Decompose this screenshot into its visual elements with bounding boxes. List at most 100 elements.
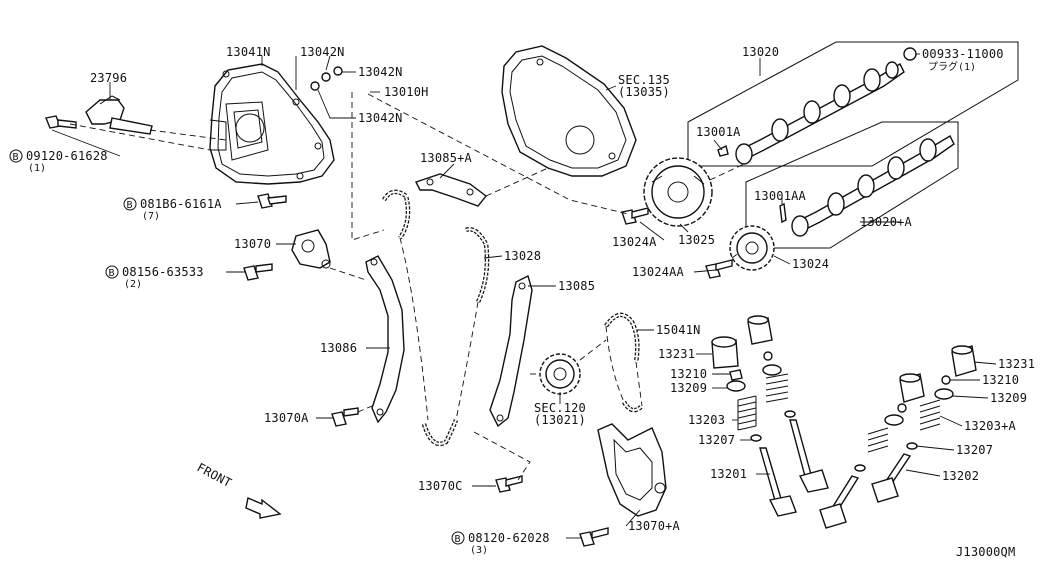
cam-sprocket-13024[interactable] [729,225,775,271]
front-direction-arrow [245,497,282,519]
exhaust-valve-13202[interactable] [819,453,912,529]
label-13020: 13020 [742,45,779,59]
plug-00933-11000[interactable] [903,47,917,61]
bolt-marker: B [105,265,119,279]
label-sec135-sub: (13035) [618,85,670,99]
label-13209: 13209 [990,391,1027,405]
bolt-13070C[interactable] [495,475,523,493]
label-13070A: 13070A [264,411,309,425]
cylinder-head-cover-sec135[interactable] [501,45,637,177]
label-qty: (7) [142,211,160,222]
svg-text:B: B [13,152,19,163]
label-13024A: 13024A [612,235,657,249]
label-13207: 13207 [698,433,735,447]
label-13231: 13231 [998,357,1035,371]
label-13020plusA: 13020+A [860,215,913,229]
valve-lifter-13231-right[interactable] [899,345,977,403]
label-13024: 13024 [792,257,829,271]
label-08156-63533: 08156-63533 [122,265,204,279]
timing-chain-13028[interactable] [382,189,490,447]
bolt-13070A[interactable] [331,407,359,427]
label-qty: (2) [124,279,142,290]
valve-collet-13210-left[interactable] [729,351,773,381]
valve-spring-13203[interactable] [737,373,789,431]
label-13201: 13201 [710,467,747,481]
diagram-code: J13000QM [956,545,1015,559]
intake-valve-13201[interactable] [759,419,829,517]
svg-text:B: B [455,534,461,545]
label-sec135: SEC.135 [618,73,670,87]
valve-lifter-13231-left[interactable] [711,336,739,369]
bolt-081B6-6161A[interactable] [257,193,287,209]
camshaft-13020plusA[interactable] [745,121,959,249]
chain-tensioner-13070[interactable] [291,229,331,269]
label-13210: 13210 [670,367,707,381]
label-13042N: 13042N [358,111,403,125]
label-13202: 13202 [942,469,979,483]
bolt-08156-63533[interactable] [243,263,273,281]
bolt-09120-61628[interactable] [45,115,77,129]
label-13085: 13085 [558,279,595,293]
label-13025: 13025 [678,233,715,247]
label-13010H: 13010H [384,85,429,99]
label-081B6-6161A: 081B6-6161A [140,197,222,211]
bolt-marker: B [9,149,23,163]
bolt-marker: B [123,197,137,211]
chain-guide-13086[interactable] [365,255,405,424]
chain-guide-13085[interactable] [489,274,533,428]
svg-text:B: B [109,268,115,279]
label-08120-62028: 08120-62028 [468,531,550,545]
label-13070C: 13070C [418,479,463,493]
camshaft-13020[interactable] [687,41,1019,167]
label-13001A: 13001A [696,125,741,139]
secondary-chain-15041N[interactable] [604,312,644,413]
label-13210: 13210 [982,373,1019,387]
label-front: FRONT [195,460,234,490]
svg-text:B: B [127,200,133,211]
label-13207: 13207 [956,443,993,457]
label-13042N: 13042N [358,65,403,79]
bolt-13024A[interactable] [621,207,649,225]
label-sec120: SEC.120 [534,401,586,415]
label-13024AA: 13024AA [632,265,685,279]
label-13203: 13203 [688,413,725,427]
valve-seat-13207-left[interactable] [750,410,796,442]
cam-sprocket-13025[interactable] [643,157,713,227]
label-09120-61628: 09120-61628 [26,149,108,163]
spring-retainer-13209-left[interactable] [726,364,782,392]
label-13041N: 13041N [226,45,271,59]
label-13085plusA: 13085+A [420,151,473,165]
label-13209: 13209 [670,381,707,395]
label-15041N: 15041N [656,323,701,337]
bolt-08120-62028[interactable] [579,527,609,547]
label-13203plusA: 13203+A [964,419,1017,433]
label-00933-sub: プラグ(1) [928,60,976,73]
label-23796: 23796 [90,71,127,85]
valve-spring-13203plusA[interactable] [867,399,941,453]
chain-guide-13085A[interactable] [415,173,487,207]
label-13070: 13070 [234,237,271,251]
label-13042N: 13042N [300,45,345,59]
label-sec120-sub: (13021) [534,413,586,427]
label-qty: (1) [28,163,46,174]
dowel-pin-13001A[interactable] [717,144,729,157]
dowel-pin-13001AA[interactable] [779,202,787,224]
label-qty: (3) [470,545,488,556]
bolt-marker: B [451,531,465,545]
o-ring-13042N[interactable] [310,66,343,91]
tensioner-13070plusA[interactable] [597,423,667,517]
spring-retainer-13209-right[interactable] [884,388,954,426]
part-labels: 13041N 13042N 13042N 13042N 13010H 23796… [9,45,1035,559]
crank-sprocket-sec120[interactable] [539,353,581,395]
label-13070plusA: 13070+A [628,519,681,533]
label-13086: 13086 [320,341,357,355]
leader-lines [51,53,997,539]
label-13001AA: 13001AA [754,189,807,203]
valve-lifter-top-left[interactable] [747,315,773,345]
front-cover-13041N[interactable] [209,63,335,185]
label-00933-11000: 00933-11000 [922,47,1004,61]
label-13028: 13028 [504,249,541,263]
tensioner-23796[interactable] [85,95,153,135]
bolt-13024AA[interactable] [705,259,733,279]
